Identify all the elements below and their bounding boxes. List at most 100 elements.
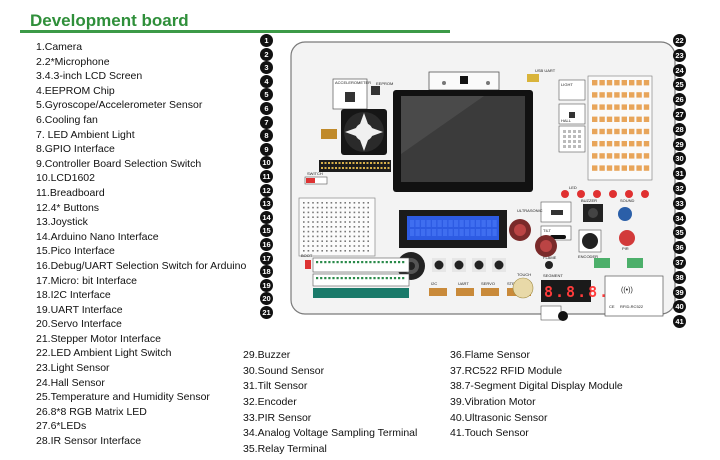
- uart-label: UART: [458, 281, 469, 286]
- component-list-item: 8.GPIO Interface: [36, 143, 115, 156]
- temperature-humidity-sensor: [558, 125, 586, 153]
- matrix-led: [629, 116, 635, 122]
- breadboard-hole: [344, 221, 346, 223]
- gpio-pin: [373, 167, 376, 169]
- component-list-item: 26.8*8 RGB Matrix LED: [36, 405, 147, 418]
- component-list-item: 16.Debug/UART Selection Switch for Ardui…: [36, 259, 247, 272]
- gpio-pin: [345, 162, 348, 164]
- pico-pin: [336, 277, 339, 280]
- breadboard-hole: [335, 226, 337, 228]
- callout-marker: 17: [260, 251, 273, 265]
- gpio-pin: [356, 167, 358, 169]
- lcd1602-cell: [415, 220, 420, 227]
- lcd1602-cell: [487, 220, 492, 227]
- encoder-label: ENCODER: [578, 254, 598, 259]
- usb-uart-label: USB UART: [535, 68, 556, 73]
- gpio-pin: [321, 167, 323, 169]
- vibration-motor-module: [540, 305, 562, 321]
- callout-marker: 14: [260, 210, 273, 224]
- callout-marker: 7: [260, 115, 273, 129]
- component-list-item: 17.Micro: bit Interface: [36, 274, 137, 287]
- dht-vent: [578, 130, 581, 133]
- breadboard-hole: [339, 216, 342, 218]
- dht-vent: [578, 135, 581, 138]
- gpio-header-body: [319, 160, 391, 172]
- pico-pin: [352, 277, 356, 280]
- breadboard-hole: [353, 235, 356, 238]
- matrix-led: [592, 92, 598, 98]
- lcd1602-cell: [476, 229, 481, 236]
- breadboard-hole: [307, 250, 310, 252]
- matrix-led: [621, 116, 627, 122]
- matrix-led: [643, 80, 650, 86]
- matrix-led: [614, 92, 620, 98]
- led-ambient-switch: [527, 74, 539, 82]
- breadboard-hole: [339, 235, 342, 238]
- dht-vent: [563, 145, 566, 148]
- gpio-pin: [349, 167, 351, 169]
- breadboard-hole: [339, 250, 342, 252]
- matrix-led: [599, 80, 605, 86]
- switch-knob: [306, 178, 315, 183]
- dht-vent: [573, 135, 576, 138]
- matrix-led: [621, 80, 627, 86]
- pico-pin: [357, 277, 360, 280]
- matrix-led: [643, 128, 650, 135]
- matrix-led: [606, 128, 613, 135]
- gpio-pin: [338, 162, 341, 164]
- nano-pin: [336, 261, 339, 264]
- nano-pin: [402, 261, 405, 264]
- rgb-matrix-led: [592, 80, 650, 171]
- breadboard-hole: [316, 206, 319, 209]
- callout-marker: 21: [260, 306, 273, 319]
- matrix-led: [606, 116, 613, 122]
- component-list-item: 18.I2C Interface: [36, 289, 111, 302]
- nano-pin: [316, 261, 319, 264]
- dht-vent: [578, 140, 581, 143]
- seven-segment-digits: 8.8.8.8: [544, 283, 621, 301]
- breadboard-hole: [339, 226, 342, 228]
- nano-pin: [328, 261, 331, 264]
- breadboard-hole: [312, 211, 314, 214]
- breadboard-hole: [330, 206, 333, 209]
- gpio-pin: [380, 162, 383, 164]
- component-list-item: 19.UART Interface: [36, 303, 123, 316]
- breadboard-hole: [358, 226, 360, 228]
- gpio-pin: [331, 162, 334, 164]
- lcd-glare: [401, 96, 484, 154]
- breadboard-hole: [326, 240, 328, 242]
- component-list-item: 21.Stepper Motor Interface: [36, 332, 161, 345]
- matrix-led: [621, 141, 627, 147]
- six-leds: [561, 190, 649, 198]
- pico-pin: [385, 277, 388, 280]
- matrix-led: [592, 153, 598, 159]
- dht-vent: [563, 130, 566, 133]
- component-list-item: 11.Breadboard: [36, 186, 105, 199]
- lcd1602-cell: [421, 229, 426, 236]
- breadboard-hole: [326, 216, 328, 218]
- fan-hub: [355, 123, 373, 141]
- gpio-pin: [342, 162, 344, 164]
- dht-vent: [563, 135, 566, 138]
- matrix-led: [636, 128, 642, 135]
- matrix-led: [614, 165, 620, 171]
- matrix-led: [606, 141, 613, 147]
- nano-pin: [373, 261, 376, 264]
- lcd1602-cell: [459, 229, 464, 236]
- gpio-pin: [373, 162, 376, 164]
- nano-pin: [340, 261, 343, 264]
- servo-label: SERVO: [481, 281, 495, 286]
- matrix-led: [592, 165, 598, 171]
- breadboard-hole: [344, 216, 346, 218]
- nano-pin: [398, 261, 401, 264]
- pico-pin: [340, 277, 343, 280]
- breadboard-hole: [339, 245, 342, 247]
- microphone-left-icon: [442, 81, 446, 85]
- breadboard-hole: [312, 202, 314, 204]
- controller-select-switch: [304, 176, 328, 185]
- lcd1602-cell: [443, 220, 448, 227]
- pico-pin: [348, 277, 351, 280]
- component-list-item: 39.Vibration Motor: [450, 396, 536, 409]
- breadboard-hole: [330, 240, 333, 242]
